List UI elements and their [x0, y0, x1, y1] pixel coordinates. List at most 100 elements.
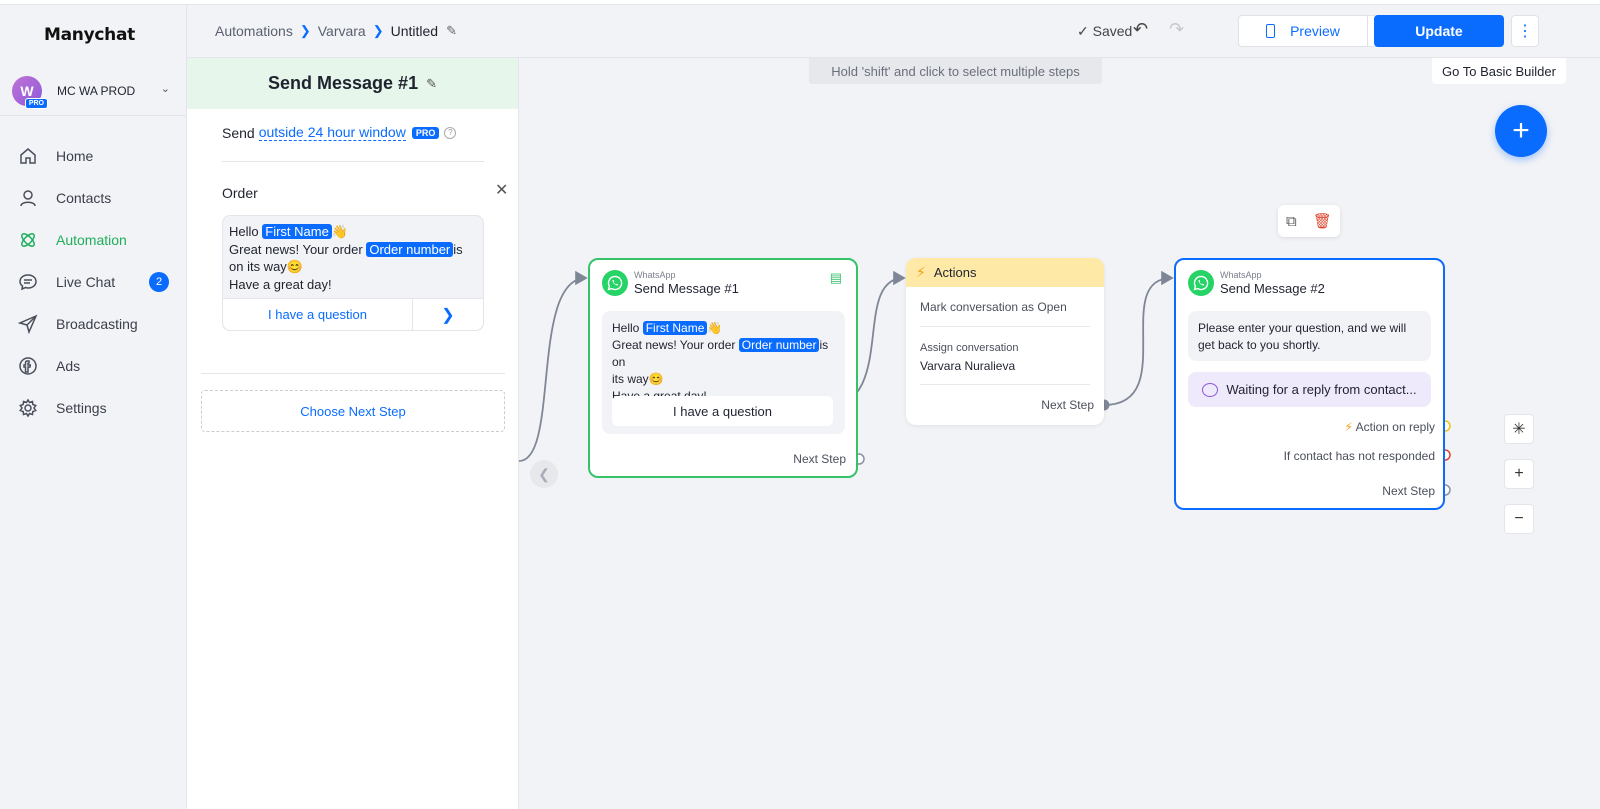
redo-icon[interactable]: ↷	[1169, 19, 1185, 39]
breadcrumb-folder[interactable]: Varvara	[317, 23, 366, 39]
send-window-link[interactable]: outside 24 hour window	[258, 124, 406, 141]
chat-icon	[19, 274, 37, 291]
quick-reply-button[interactable]: I have a question	[223, 299, 413, 330]
chevron-right-icon: ❯	[372, 23, 384, 38]
basic-builder-button[interactable]: Go To Basic Builder	[1432, 58, 1566, 84]
message-bubble: Hello First Name👋 Great news! Your order…	[602, 311, 845, 434]
account-switcher[interactable]: W PRO MC WA PROD ⌄	[12, 71, 182, 111]
duplicate-icon[interactable]: ⧉	[1286, 212, 1297, 230]
magic-wand-icon[interactable]: ✳	[1504, 414, 1534, 444]
zoom-in-button[interactable]: +	[1504, 459, 1534, 489]
variable-first-name: First Name	[262, 224, 332, 239]
plus-icon: +	[1514, 465, 1524, 482]
divider	[920, 384, 1090, 385]
breadcrumb: Automations ❯ Varvara ❯ Untitled ✎	[215, 23, 457, 39]
collapse-panel-button[interactable]: ❮	[530, 460, 558, 488]
sidebar-divider	[0, 115, 186, 116]
breadcrumb-automations[interactable]: Automations	[215, 23, 293, 39]
sidebar-item-broadcasting[interactable]: Broadcasting	[0, 303, 186, 345]
next-step-label: Next Step	[1041, 398, 1094, 412]
save-status: ✓ Saved	[1077, 23, 1132, 40]
wave-emoji: 👋	[331, 224, 348, 239]
help-icon[interactable]: ?	[444, 126, 457, 139]
sidebar-item-live-chat[interactable]: Live Chat 2	[0, 261, 186, 303]
chat-bubble-icon	[1202, 382, 1219, 397]
step-title: Send Message #2	[1220, 281, 1325, 296]
sidebar-item-label: Broadcasting	[56, 316, 138, 332]
smile-emoji: 😊	[648, 372, 664, 386]
undo-icon[interactable]: ↶	[1133, 19, 1149, 39]
message-preview[interactable]: Hello First Name👋 Great news! Your order…	[222, 215, 484, 331]
update-button[interactable]: Update	[1374, 15, 1504, 47]
msg-text: on its way	[229, 259, 287, 274]
trash-icon[interactable]: 🗑︎	[1312, 213, 1332, 230]
step-actions[interactable]: ⚡︎ Actions Mark conversation as Open Ass…	[906, 258, 1104, 425]
top-bar: Automations ❯ Varvara ❯ Untitled ✎ ✓ Sav…	[187, 5, 1600, 58]
action-value: Varvara Nuralieva	[920, 359, 1016, 373]
main-nav: Home Contacts Automation Live Chat 2 Bro…	[0, 135, 186, 429]
sidebar-item-settings[interactable]: Settings	[0, 387, 186, 429]
next-step-label: Next Step	[1382, 484, 1435, 498]
variable-order-number: Order number	[366, 241, 454, 257]
whatsapp-icon	[1188, 270, 1214, 296]
step-send-message-2[interactable]: WhatsApp Send Message #2 Please enter yo…	[1174, 258, 1445, 510]
variable-first-name: First Name	[642, 321, 708, 335]
lightning-icon: ⚡︎	[1344, 420, 1353, 434]
chevron-left-icon: ❮	[538, 465, 550, 482]
divider	[222, 161, 484, 162]
sidebar-item-label: Settings	[56, 400, 107, 416]
sidebar-item-label: Contacts	[56, 190, 112, 206]
wave-emoji: 👋	[707, 321, 723, 335]
sidebar-item-contacts[interactable]: Contacts	[0, 177, 186, 219]
ads-icon	[19, 357, 37, 375]
output-label: Action on reply	[1355, 420, 1435, 434]
sidebar: Manychat W PRO MC WA PROD ⌄ Home Contact…	[0, 5, 187, 809]
close-icon[interactable]: ✕	[495, 182, 509, 199]
sidebar-item-label: Home	[56, 148, 94, 164]
chevron-down-icon: ⌄	[160, 83, 170, 95]
channel-label: WhatsApp	[1220, 270, 1262, 280]
msg-text: Great news! Your order	[612, 338, 736, 352]
pro-badge: PRO	[24, 98, 48, 109]
step-title: Send Message #1	[634, 281, 739, 296]
home-icon	[20, 148, 36, 164]
channel-label: WhatsApp	[634, 270, 676, 280]
send-icon	[18, 314, 38, 334]
step-header: WhatsApp Send Message #1	[590, 260, 856, 296]
sidebar-item-automation[interactable]: Automation	[0, 219, 186, 261]
avatar: W PRO	[12, 76, 48, 109]
sidebar-item-home[interactable]: Home	[0, 135, 186, 177]
msg-text: Great news! Your order	[229, 241, 363, 257]
add-step-button[interactable]: +	[1495, 105, 1547, 157]
msg-text: Hello	[229, 224, 259, 239]
send-prefix: Send	[222, 124, 255, 141]
step-title: Actions	[933, 265, 977, 280]
message-bubble: Please enter your question, and we will …	[1188, 311, 1431, 361]
msg-text: its way	[612, 372, 649, 386]
chevron-right-icon: ❯	[299, 23, 311, 38]
step-send-message-1[interactable]: WhatsApp Send Message #1 ▤ Hello First N…	[588, 258, 858, 478]
top-edge	[0, 0, 1600, 5]
sidebar-item-ads[interactable]: Ads	[0, 345, 186, 387]
save-status-text: Saved	[1092, 23, 1133, 39]
lightning-icon: ⚡︎	[916, 264, 926, 280]
edit-name-icon[interactable]: ✎	[446, 23, 457, 38]
phone-icon	[1266, 24, 1276, 38]
automation-icon	[21, 233, 35, 247]
msg-text: is	[453, 241, 463, 257]
more-options-icon[interactable]: ⋮	[1511, 15, 1539, 47]
preview-label: Preview	[1290, 23, 1340, 39]
next-step-label: Next Step	[793, 452, 846, 466]
edit-title-icon[interactable]: ✎	[426, 75, 437, 91]
step-toolbar: ⧉ 🗑︎	[1278, 205, 1340, 237]
zoom-out-button[interactable]: −	[1504, 504, 1534, 534]
divider	[920, 326, 1090, 327]
msg-text: Hello	[612, 321, 640, 335]
msg-text: Have a great day!	[229, 276, 332, 292]
choose-next-step-button[interactable]: Choose Next Step	[201, 390, 505, 432]
chevron-right-icon[interactable]: ❯	[441, 306, 455, 324]
preview-button[interactable]: Preview	[1238, 15, 1368, 47]
quick-reply-button[interactable]: I have a question	[612, 396, 833, 426]
waiting-text: Waiting for a reply from contact...	[1226, 382, 1417, 397]
waiting-for-reply: Waiting for a reply from contact...	[1188, 372, 1431, 407]
